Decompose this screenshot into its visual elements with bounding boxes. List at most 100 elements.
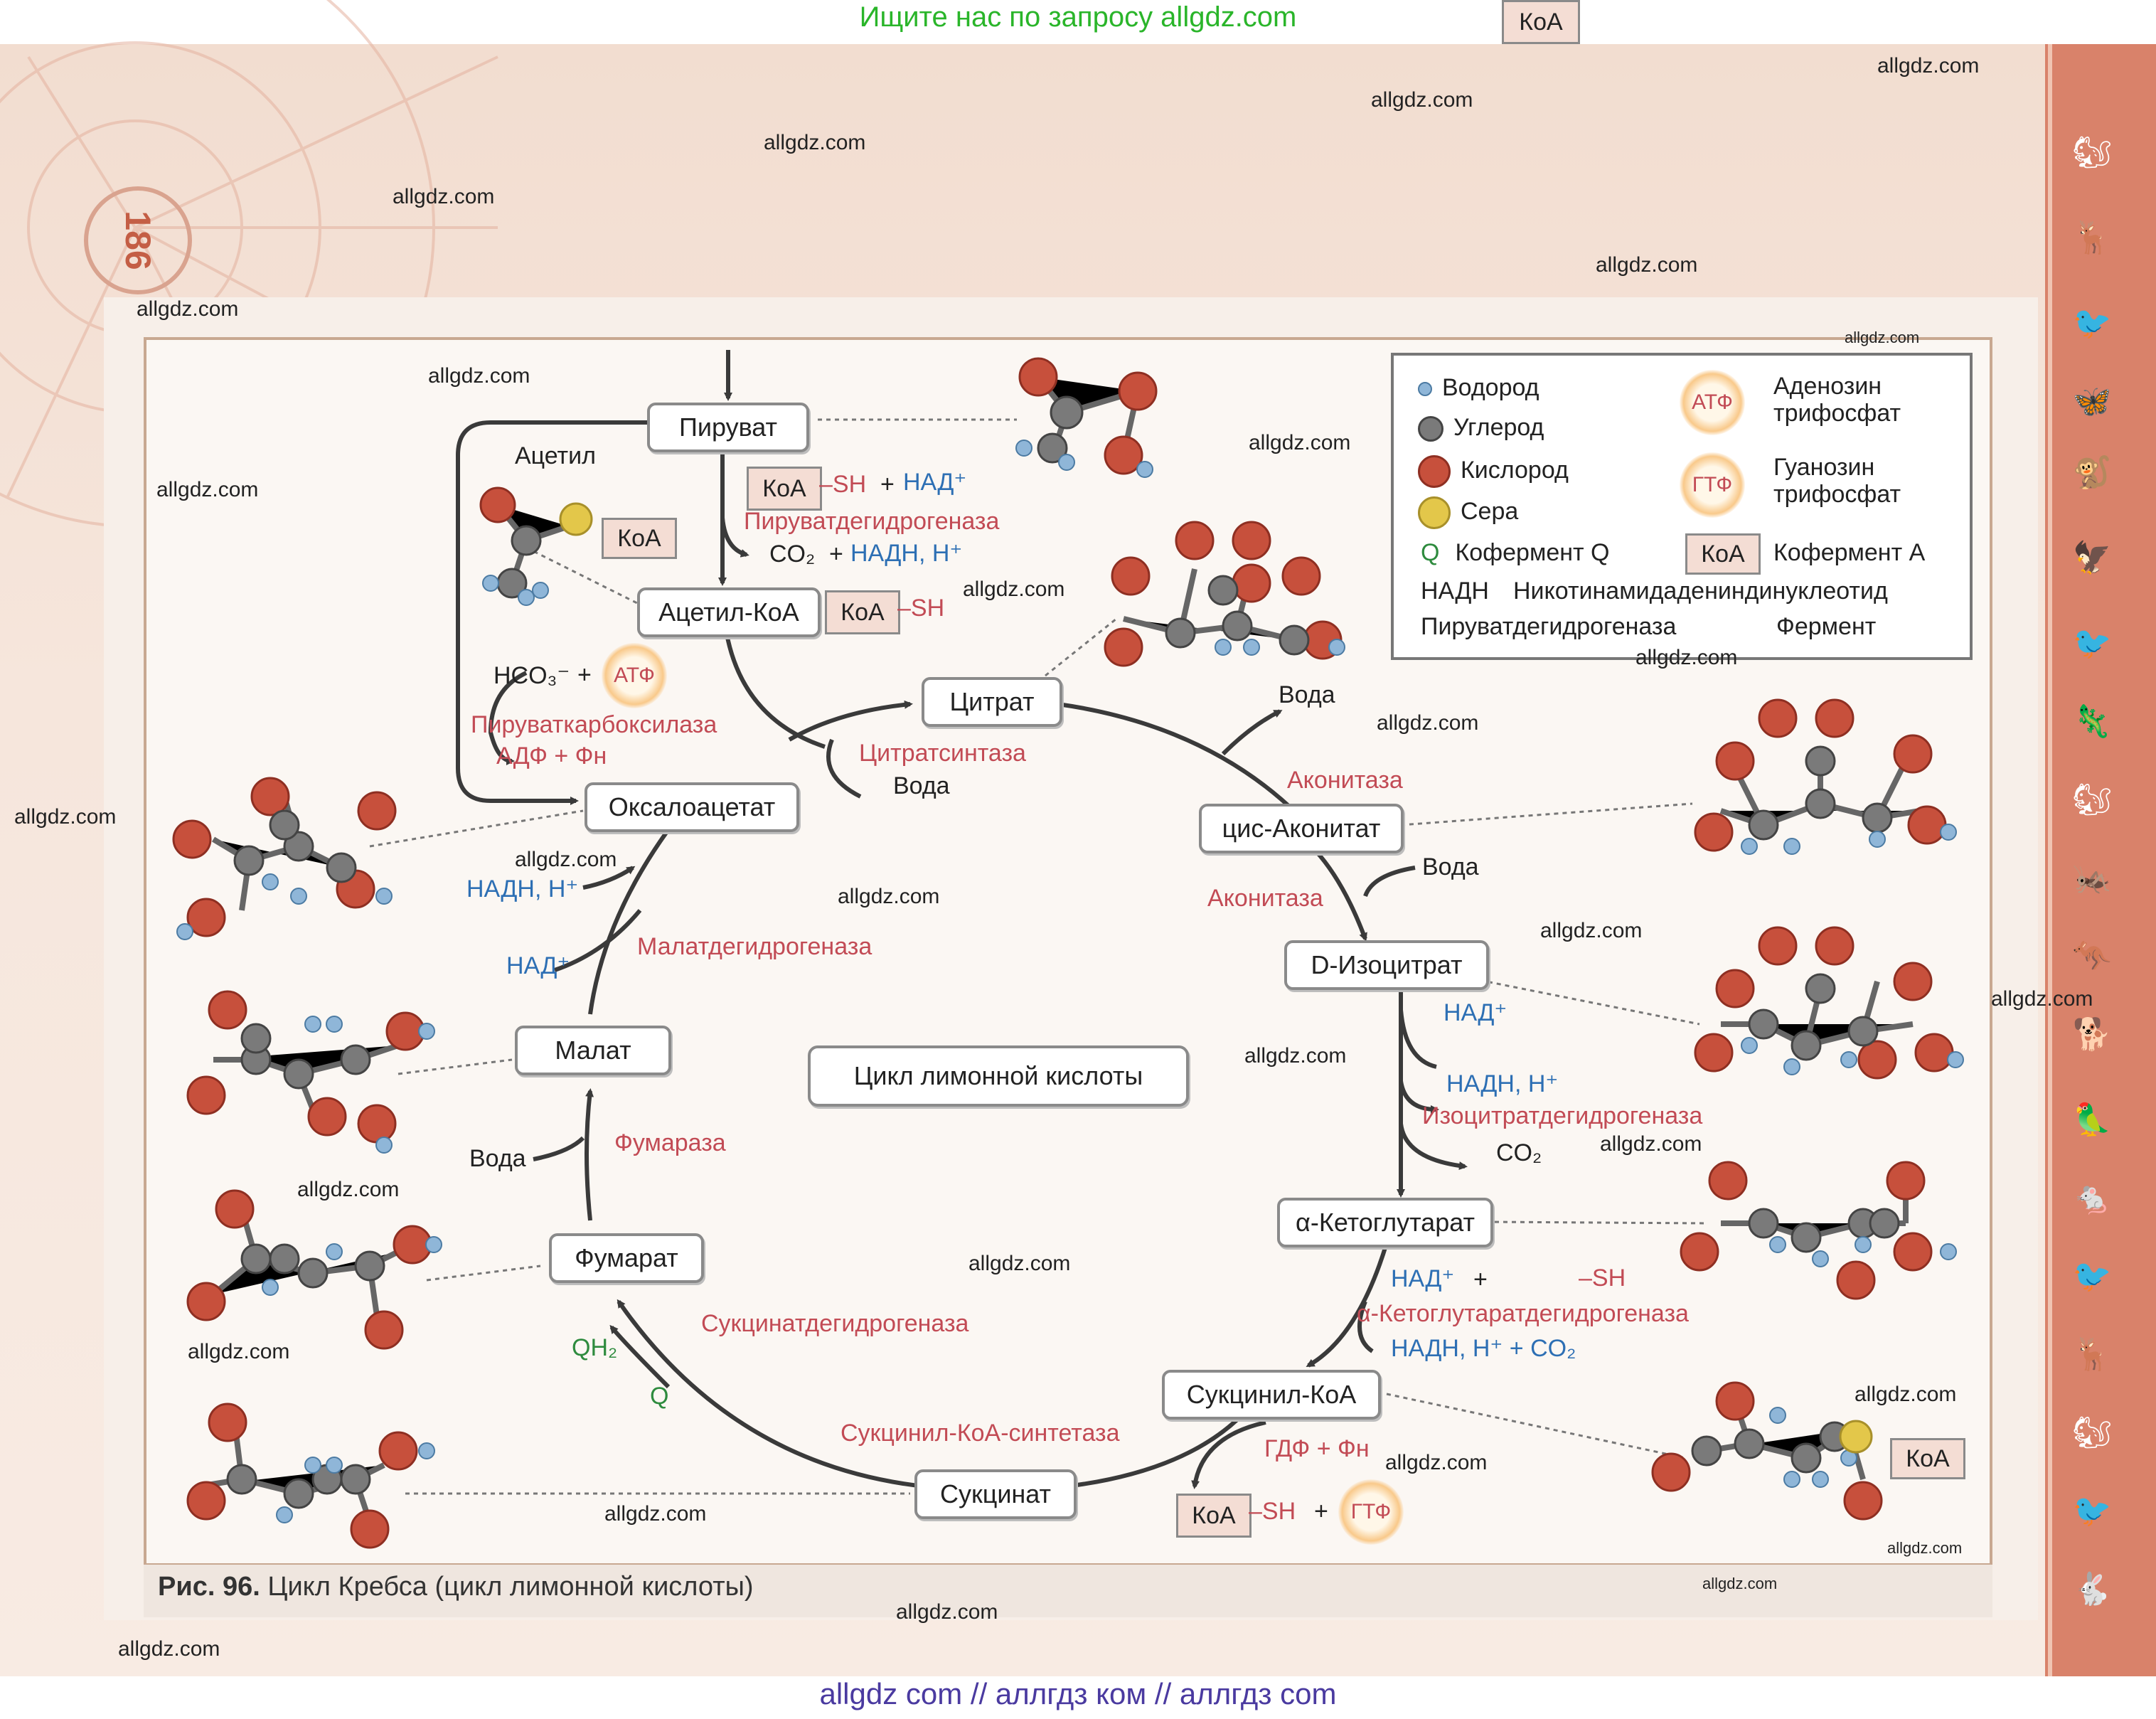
side-strip — [2045, 44, 2156, 1676]
watermark: allgdz.com — [1385, 1451, 1488, 1474]
enzyme-scs: Сукцинил-КоА-синтетаза — [840, 1420, 1120, 1447]
gtf-icon: ГТФ — [1680, 452, 1745, 518]
animal-silhouette-icon: 🐿 — [2072, 1415, 2112, 1450]
watermark: allgdz.com — [896, 1600, 998, 1624]
koa-box: КоА — [602, 518, 677, 559]
animal-silhouette-icon: 🦅 — [2072, 541, 2112, 575]
legend-carbon: Углерод — [1418, 414, 1544, 442]
watermark: allgdz.com — [1845, 329, 1920, 346]
watermark: allgdz.com — [1877, 54, 1980, 78]
sulfur-atom-icon — [1418, 496, 1451, 529]
animal-silhouette-icon: 🦗 — [2072, 861, 2112, 895]
watermark: allgdz.com — [137, 297, 239, 321]
label-voda: Вода — [1279, 681, 1335, 708]
enzyme-pdh: Пируватдегидрогеназа — [744, 508, 1000, 535]
label-nad-plus: НАД⁺ — [1443, 999, 1507, 1026]
label-gdp-fn: ГДФ + Фн — [1264, 1435, 1370, 1462]
animal-silhouette-icon: 🐦 — [2072, 626, 2112, 661]
side-strip-line — [2048, 44, 2052, 1676]
watermark: allgdz.com — [1540, 919, 1643, 942]
enzyme-idh: Изоцитратдегидрогеназа — [1422, 1102, 1703, 1129]
node-piruvat: Пируват — [647, 403, 809, 452]
label-sh: –SH — [819, 471, 867, 498]
legend-gtf-line1: Гуанозин — [1773, 454, 1875, 481]
animal-silhouette-icon: 🐦 — [2072, 1494, 2112, 1528]
watermark: allgdz.com — [1635, 646, 1738, 669]
koa-box: КоА — [1502, 0, 1580, 44]
gtf-icon: ГТФ — [1338, 1479, 1404, 1545]
label-qh2: QH₂ — [572, 1334, 618, 1361]
legend-gtf-line2: трифосфат — [1773, 481, 1901, 508]
legend-nadh-name: Никотинамидадениндинуклеотид — [1513, 578, 1888, 605]
top-banner-link[interactable]: Ищите нас по запросу allgdz.com — [859, 1, 1297, 33]
legend-sulfur: Сера — [1418, 496, 1518, 529]
koa-box: КоА — [1890, 1438, 1965, 1479]
animal-silhouette-icon: 🐿 — [2072, 135, 2112, 170]
label-sh: –SH — [1579, 1265, 1626, 1292]
label-voda: Вода — [469, 1145, 526, 1172]
label-nadh-h: НАДН, Н⁺ — [850, 540, 963, 567]
label-plus: + — [1314, 1498, 1328, 1525]
label-voda: Вода — [1422, 853, 1479, 880]
enzyme-cs: Цитратсинтаза — [859, 740, 1026, 767]
watermark: allgdz.com — [1887, 1539, 1963, 1557]
legend-hydrogen: Водород — [1418, 374, 1539, 402]
label-sh: –SH — [897, 595, 945, 622]
animal-silhouette-icon: 🐒 — [2072, 455, 2112, 490]
animal-silhouette-icon: 🐿 — [2072, 782, 2112, 817]
node-malat: Малат — [515, 1026, 671, 1075]
watermark: allgdz.com — [1371, 88, 1473, 112]
enzyme-pc: Пируваткарбоксилаза — [471, 711, 717, 738]
watermark: allgdz.com — [764, 131, 866, 154]
legend-enzyme-name: Фермент — [1776, 613, 1877, 640]
label-nadh-h: НАДН, Н⁺ — [466, 876, 579, 903]
legend-atp-line2: трифосфат — [1773, 400, 1901, 427]
animal-silhouette-icon: 🐦 — [2072, 306, 2112, 341]
label-nad-plus: НАД⁺ — [903, 469, 967, 496]
bottom-banner-link[interactable]: allgdz com // аллгдз ком // аллгдз com — [819, 1677, 1337, 1710]
carbon-atom-icon — [1418, 416, 1443, 442]
watermark: allgdz.com — [428, 364, 530, 388]
node-succinat: Сукцинат — [914, 1469, 1077, 1519]
koa-box: КоА — [747, 467, 822, 511]
label-voda: Вода — [893, 772, 950, 799]
animal-silhouette-icon: 🦘 — [2072, 939, 2112, 974]
watermark: allgdz.com — [1855, 1383, 1957, 1406]
caption-bar — [144, 1565, 1992, 1617]
animal-silhouette-icon: 🐇 — [2072, 1572, 2112, 1607]
koa-box: КоА — [1685, 533, 1761, 575]
figure-caption: Рис. 96. Цикл Кребса (цикл лимонной кисл… — [158, 1572, 754, 1602]
label-plus: + — [1473, 1266, 1488, 1293]
node-oxaloacetat: Оксалоацетат — [585, 782, 799, 832]
watermark: allgdz.com — [156, 478, 259, 501]
oxygen-atom-icon — [1418, 455, 1451, 488]
animal-silhouette-icon: 🐦 — [2072, 1259, 2112, 1294]
animal-silhouette-icon: 🐁 — [2072, 1181, 2112, 1215]
atp-icon: АТФ — [1680, 370, 1745, 435]
watermark: allgdz.com — [188, 1340, 290, 1363]
node-isocitrat: D-Изоцитрат — [1284, 940, 1489, 990]
enzyme-sdh: Сукцинатдегидрогеназа — [701, 1310, 969, 1337]
animal-silhouette-icon: 🦎 — [2072, 704, 2112, 739]
watermark: allgdz.com — [1596, 253, 1698, 277]
node-acetyl-coa: Ацетил-КоА — [637, 587, 821, 637]
watermark: allgdz.com — [118, 1637, 220, 1661]
watermark: allgdz.com — [297, 1178, 400, 1201]
enzyme-aconitase: Аконитаза — [1287, 767, 1403, 794]
watermark: allgdz.com — [1244, 1044, 1347, 1068]
animal-silhouette-icon: 🐕 — [2072, 1017, 2112, 1052]
label-co2: CO₂ — [1496, 1139, 1542, 1166]
label-q: Q — [650, 1383, 669, 1410]
watermark: allgdz.com — [1249, 431, 1351, 454]
enzyme-aconitase: Аконитаза — [1207, 885, 1323, 912]
watermark: allgdz.com — [1377, 711, 1479, 735]
hydrogen-atom-icon — [1418, 382, 1432, 397]
animal-silhouette-icon: 🦜 — [2072, 1102, 2112, 1137]
label-nad-plus: НАД⁺ — [1391, 1265, 1455, 1292]
watermark: allgdz.com — [1991, 987, 2093, 1011]
label-nad-plus: НАД⁺ — [506, 952, 570, 979]
label-sh: –SH — [1249, 1498, 1296, 1525]
